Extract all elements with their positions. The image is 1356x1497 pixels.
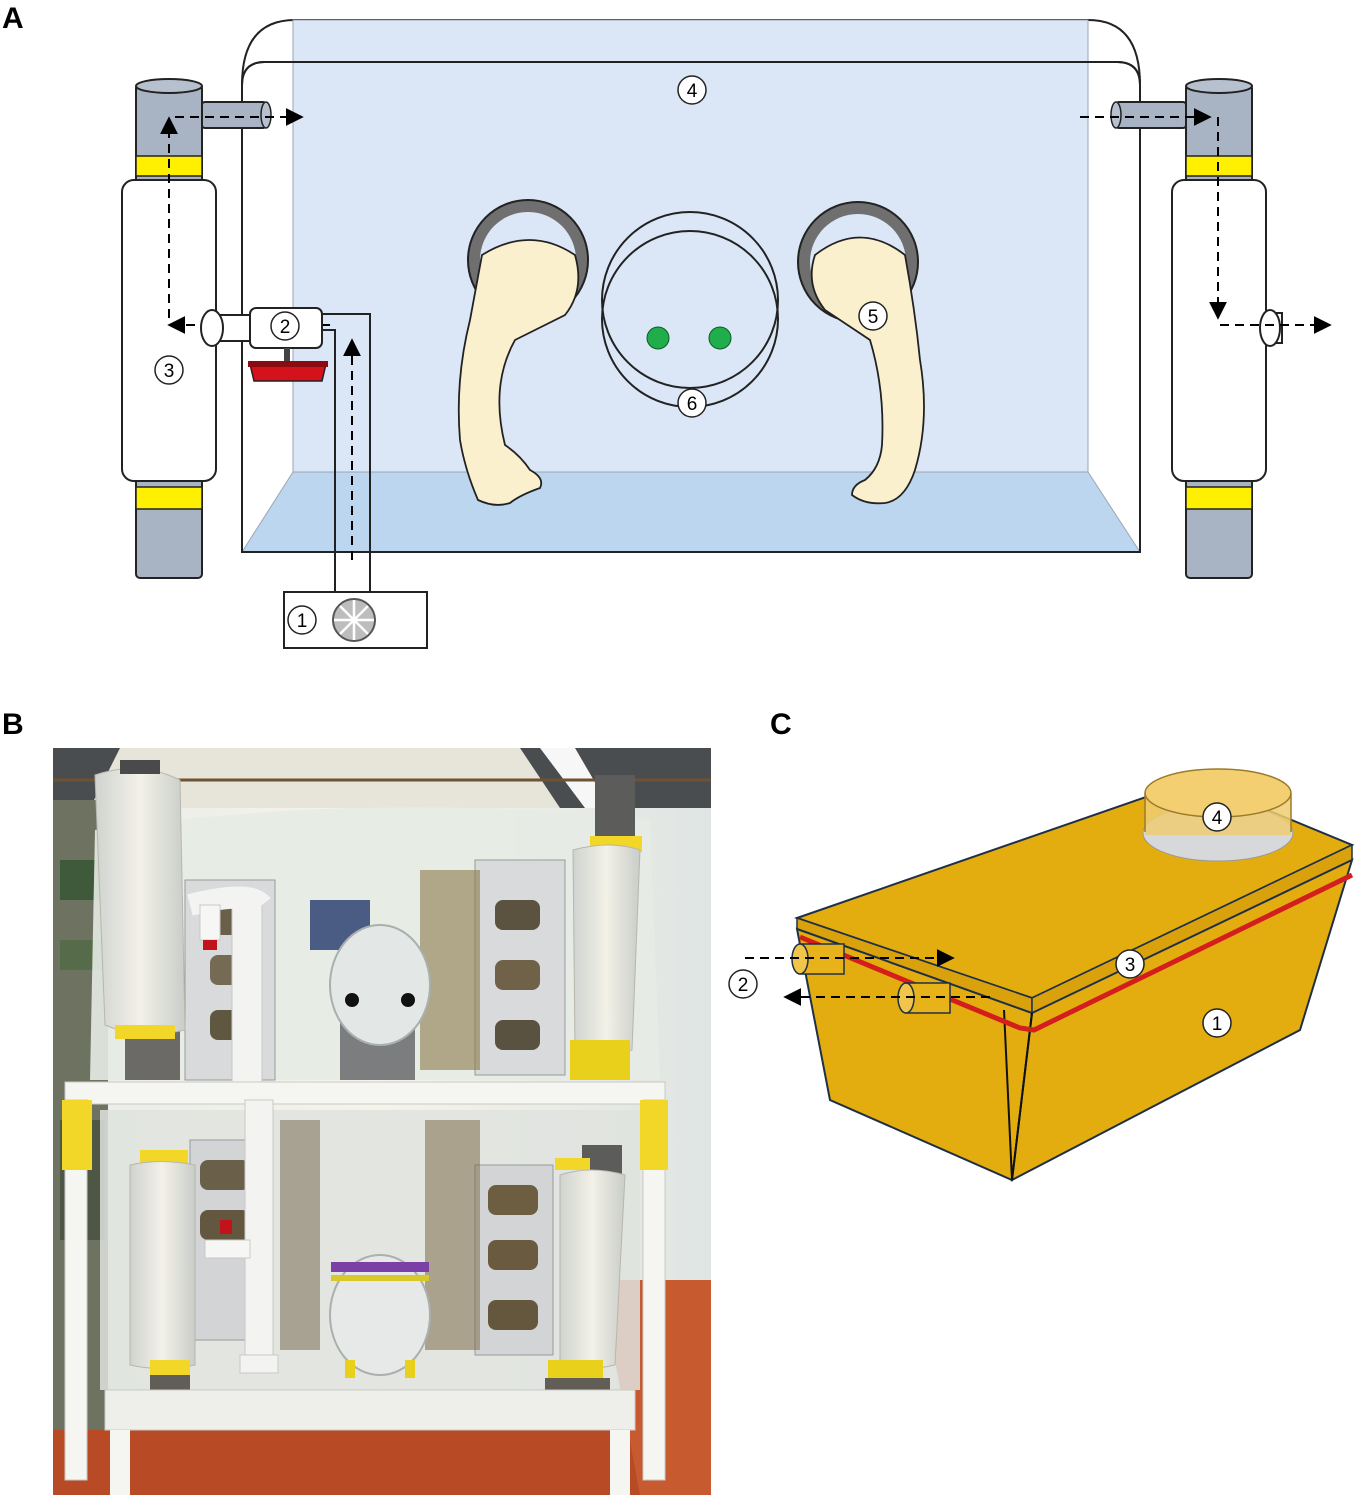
central-port — [601, 211, 779, 408]
svg-text:4: 4 — [1212, 808, 1223, 829]
svg-text:3: 3 — [164, 361, 175, 382]
panel-label-b: B — [2, 708, 24, 741]
panel-label-c: C — [770, 708, 792, 741]
right-airflow-arrows — [1080, 108, 1332, 334]
svg-text:2: 2 — [280, 317, 291, 338]
panel-a-diagram: 1 2 3 4 5 6 — [121, 19, 1332, 649]
panel-label-a: A — [2, 2, 24, 35]
svg-text:6: 6 — [687, 394, 698, 415]
callout-a-4: 4 — [677, 75, 707, 105]
svg-text:4: 4 — [687, 81, 698, 102]
callout-a-6: 6 — [677, 388, 707, 418]
tray-body — [795, 858, 1354, 1182]
callout-c-3: 3 — [1115, 949, 1145, 979]
left-arm — [457, 239, 580, 506]
tube-airflow-arrows — [745, 949, 990, 1006]
right-filter-column — [1110, 78, 1283, 579]
svg-text:5: 5 — [868, 307, 879, 328]
callout-a-3: 3 — [154, 355, 184, 385]
callout-c-4: 4 — [1202, 802, 1232, 832]
panel-c-diagram: 1 2 3 4 — [728, 768, 1355, 1182]
callout-a-2: 2 — [270, 311, 300, 341]
right-arm — [810, 236, 925, 505]
valve-assembly — [200, 307, 328, 382]
inlet-pipe — [322, 313, 371, 592]
svg-text:1: 1 — [1212, 1014, 1223, 1035]
callout-a-1: 1 — [287, 605, 317, 635]
top-port — [1142, 768, 1294, 862]
svg-text:1: 1 — [297, 611, 308, 632]
callout-c-1: 1 — [1202, 1008, 1232, 1038]
svg-text:2: 2 — [738, 975, 749, 996]
callout-a-5: 5 — [858, 301, 888, 331]
fan-unit — [283, 591, 428, 649]
panel-b-photo — [53, 748, 711, 1495]
callout-c-2: 2 — [728, 969, 758, 999]
svg-text:3: 3 — [1125, 955, 1136, 976]
